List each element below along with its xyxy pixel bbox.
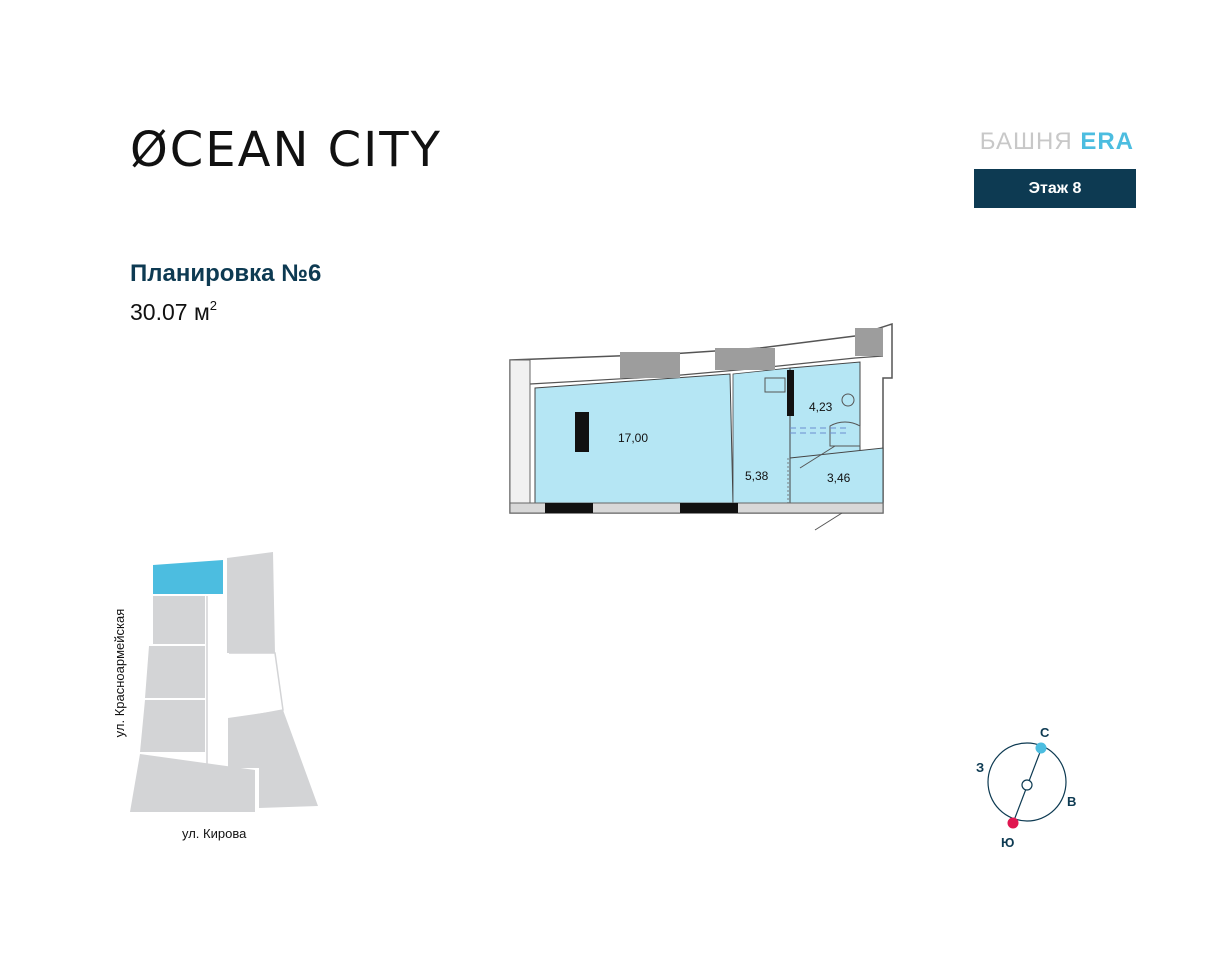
bottom-wall-dark-2 bbox=[680, 503, 738, 513]
compass-north: С bbox=[1040, 725, 1050, 740]
tower-prefix: БАШНЯ bbox=[979, 128, 1073, 155]
shower bbox=[829, 421, 861, 447]
entry-door bbox=[814, 512, 843, 531]
window-2 bbox=[715, 348, 775, 370]
site-section-6[interactable] bbox=[227, 552, 275, 653]
floor-badge[interactable]: Этаж 8 bbox=[974, 169, 1136, 208]
site-section-7[interactable] bbox=[228, 710, 318, 808]
site-section-4[interactable] bbox=[140, 700, 205, 752]
plan-area-value: 30.07 м bbox=[130, 299, 210, 325]
compass: С З В Ю bbox=[976, 725, 1076, 850]
logo: ØCEAN CITY bbox=[130, 122, 442, 178]
sink bbox=[764, 377, 786, 393]
tower-label: БАШНЯ ERA bbox=[980, 128, 1134, 156]
compass-north-marker bbox=[1035, 742, 1047, 754]
left-wall bbox=[509, 359, 531, 514]
plan-area: 30.07 м2 bbox=[130, 298, 217, 326]
compass-west: З bbox=[976, 760, 984, 775]
window-3 bbox=[855, 328, 883, 356]
column bbox=[575, 412, 589, 452]
floor-plan[interactable]: 17,00 4,23 5,38 3,46 bbox=[500, 318, 900, 538]
compass-east: В bbox=[1067, 794, 1076, 809]
compass-south-marker bbox=[1007, 817, 1019, 829]
bottom-wall-dark-1 bbox=[545, 503, 593, 513]
toilet bbox=[841, 393, 855, 407]
compass-south: Ю bbox=[1001, 835, 1014, 850]
room-label-main: 17,00 bbox=[618, 431, 648, 445]
site-section-2[interactable] bbox=[153, 596, 205, 644]
street-label-left: ул. Красноармейская bbox=[112, 608, 127, 738]
courtyard-outline bbox=[206, 596, 284, 775]
tower-name: ERA bbox=[1080, 128, 1134, 155]
room-label-bath: 4,23 bbox=[809, 400, 833, 414]
compass-center bbox=[1021, 779, 1033, 791]
street-label-bottom: ул. Кирова bbox=[182, 826, 247, 841]
site-map[interactable] bbox=[125, 550, 325, 820]
partition-wall bbox=[787, 370, 794, 416]
plan-area-sup: 2 bbox=[209, 298, 217, 313]
site-section-3[interactable] bbox=[145, 646, 205, 698]
room-label-hall: 5,38 bbox=[745, 469, 769, 483]
compass-ring bbox=[987, 742, 1067, 822]
kitchen-line bbox=[799, 445, 836, 469]
room-label-storage: 3,46 bbox=[827, 471, 851, 485]
site-section-5[interactable] bbox=[130, 754, 255, 812]
window-1 bbox=[620, 352, 680, 378]
site-section-selected[interactable] bbox=[153, 560, 223, 594]
plan-title: Планировка №6 bbox=[130, 260, 322, 287]
